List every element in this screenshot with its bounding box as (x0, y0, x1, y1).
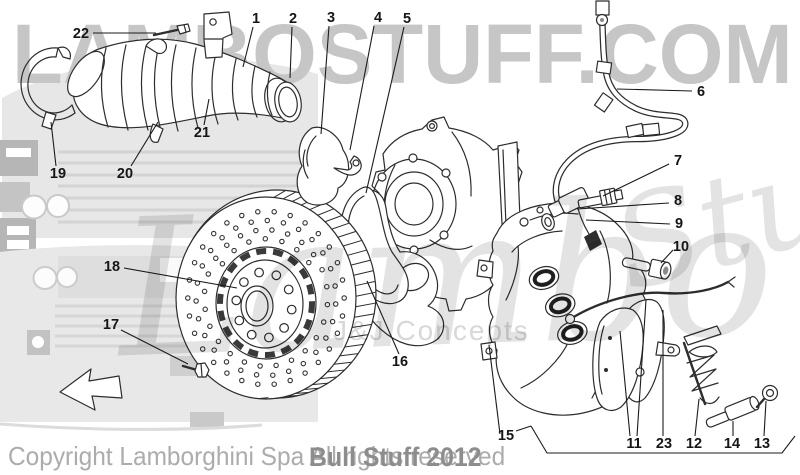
copyright-watermark: Copyright Lamborghini Spa All rights res… (8, 441, 506, 471)
caliper-bolt (621, 257, 672, 280)
seal-ring (541, 213, 555, 231)
disc-bolt (181, 362, 210, 378)
brake-disc (175, 189, 377, 400)
brake-pads (592, 298, 681, 411)
bleeder-screw (755, 384, 779, 409)
pad-pin (705, 395, 760, 428)
hose-clamp-spare (20, 46, 76, 130)
elbow-duct (296, 126, 362, 206)
retaining-pin (152, 23, 191, 37)
bull-stuff-stamp: Bull Stuff 2012 (309, 442, 482, 472)
sensor-bracket (584, 230, 602, 251)
pad-wear-sensor-cable (564, 276, 736, 325)
direction-arrow-icon (59, 368, 123, 411)
anti-rattle-spring (682, 325, 722, 406)
hose-fittings (547, 187, 590, 218)
brake-hose (541, 0, 689, 231)
hose-clamp (140, 38, 168, 143)
intake-hose (67, 11, 302, 132)
caliper-pistons (528, 265, 588, 345)
concepts-watermark: J&J Concepts (333, 315, 530, 346)
